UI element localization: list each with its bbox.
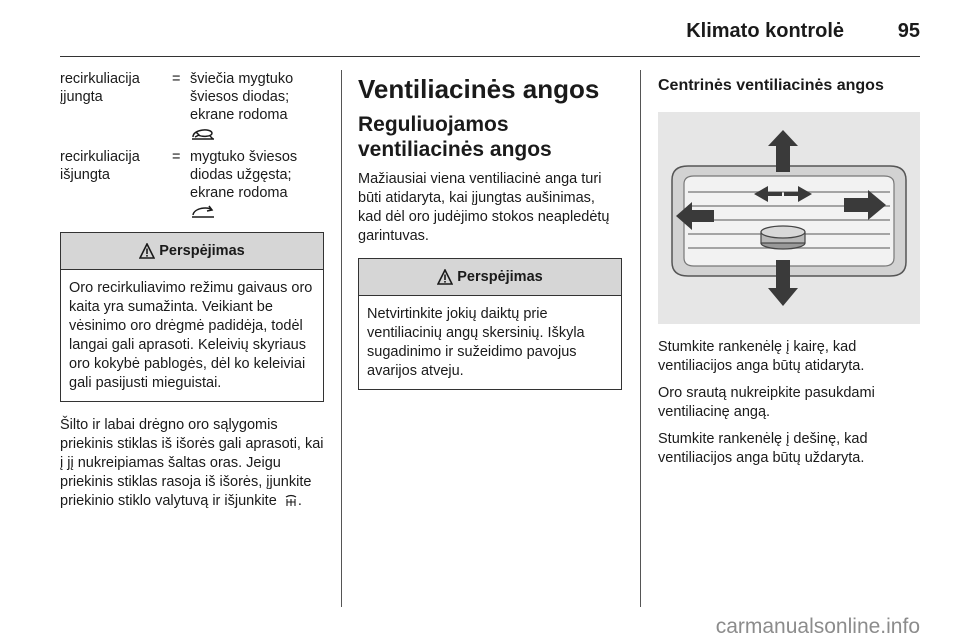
page-number: 95 — [897, 20, 920, 42]
paragraph-end: . — [297, 493, 302, 509]
recirculation-off-icon — [190, 202, 324, 220]
section-heading: Ventiliacinės angos — [358, 74, 600, 104]
definition-term: recirkuliacija išjungta — [60, 149, 140, 183]
watermark: carmanualsonline.info — [715, 615, 920, 638]
definition-description: mygtuko šviesos diodas užgęsta; ekrane r… — [190, 148, 324, 220]
definition-term: recirkuliacija įjungta — [60, 71, 140, 105]
page-title: Klimato kontrolė — [686, 20, 844, 42]
definition-row: recirkuliacija įjungta = šviečia mygtuko… — [60, 70, 324, 142]
column-right: Centrinės ventiliacinės angos Stumkite r… — [658, 70, 920, 476]
page-header: Klimato kontrolė 95 — [60, 0, 920, 57]
column-divider — [341, 70, 342, 607]
warning-title: Perspėjimas — [159, 243, 245, 259]
definition-equals: = — [172, 71, 181, 87]
paragraph-text: Šilto ir labai drėgno oro sąlygomis prie… — [60, 417, 324, 509]
section-heading: Centrinės ventiliacinės angos — [658, 77, 884, 94]
warning-box: Perspėjimas Netvirtinkite jokių daiktų p… — [358, 258, 622, 390]
definition-text: šviečia mygtuko šviesos diodas; ekrane r… — [190, 71, 294, 123]
air-conditioning-icon — [285, 494, 297, 506]
warning-triangle-icon — [437, 269, 454, 285]
definition-text: mygtuko šviesos diodas užgęsta; ekrane r… — [190, 149, 298, 201]
warning-header: Perspėjimas — [61, 233, 323, 270]
definition-row: recirkuliacija išjungta = mygtuko švieso… — [60, 148, 324, 220]
paragraph: Stumkite rankenėlę į kairę, kad ventilia… — [658, 339, 865, 374]
paragraph: Stumkite rankenėlę į dešinę, kad ventili… — [658, 431, 868, 466]
warning-title: Perspėjimas — [457, 269, 543, 285]
air-vent-illustration — [658, 112, 920, 324]
column-divider — [640, 70, 641, 607]
definition-description: šviečia mygtuko šviesos diodas; ekrane r… — [190, 70, 324, 142]
warning-box: Perspėjimas Oro recirkuliavimo režimu ga… — [60, 232, 324, 402]
warning-text: Oro recirkuliavimo režimu gaivaus oro ka… — [69, 280, 313, 391]
recirculation-on-icon — [190, 124, 324, 142]
warning-header: Perspėjimas — [359, 259, 621, 296]
paragraph: Šilto ir labai drėgno oro sąlygomis prie… — [60, 416, 324, 511]
warning-triangle-icon — [139, 243, 156, 259]
column-middle: Ventiliacinės angos Reguliuojamos ventil… — [358, 70, 622, 390]
column-left: recirkuliacija įjungta = šviečia mygtuko… — [60, 70, 324, 519]
warning-text: Netvirtinkite jokių daiktų prie ventilia… — [367, 306, 585, 379]
paragraph: Mažiausiai viena ventiliacinė anga turi … — [358, 171, 610, 244]
subsection-heading: Reguliuojamos ventiliacinės angos — [358, 113, 552, 161]
paragraph: Oro srautą nukreipkite pasukdami ventili… — [658, 385, 875, 420]
definition-equals: = — [172, 149, 181, 165]
